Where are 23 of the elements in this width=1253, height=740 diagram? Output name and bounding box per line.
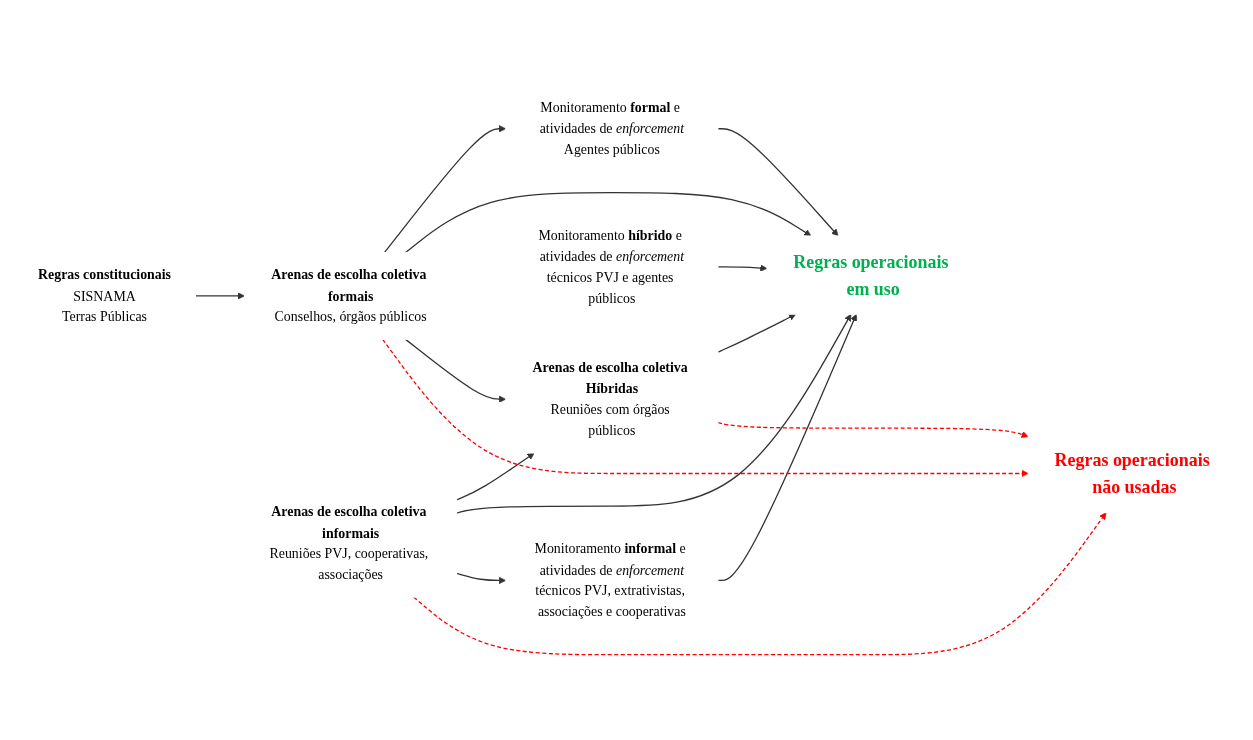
- node-text: Monitoramento híbrido e atividades de enforcement técnicos PVJ e agentes públicos: [537, 227, 684, 306]
- arrow: [412, 512, 1106, 656]
- node-text: Regras constitucionais SISNAMA Terras Públicas: [37, 267, 171, 325]
- arrow: [716, 313, 796, 353]
- node-text: Regras operacionais em uso: [792, 251, 948, 299]
- node-text: Monitoramento formal e atividades de enforcement Agentes públicos: [539, 99, 684, 158]
- arrow: [455, 572, 506, 584]
- arrow: [383, 125, 506, 254]
- arrow: [716, 128, 838, 237]
- arrow: [404, 192, 811, 254]
- node-text: Monitoramento informal e atividades de enforcement técnicos PVJ, extrativistas, associações e cooperativas: [534, 541, 686, 620]
- arrow: [716, 313, 857, 582]
- node-text: Regras operacionais não usadas: [1054, 449, 1210, 498]
- node-text: Arenas de escolha coletiva formais Conselhos, órgãos públicos: [270, 267, 427, 325]
- arrow: [455, 313, 851, 514]
- arrow: [716, 264, 767, 272]
- node-text: Arenas de escolha coletiva Híbridas Reuniões com órgãos públicos: [532, 360, 688, 438]
- node-text: Arenas de escolha coletiva informais Reuniões PVJ, cooperativas, associações: [268, 504, 428, 583]
- arrow: [194, 292, 245, 300]
- arrow: [381, 338, 1029, 478]
- arrow: [404, 338, 506, 403]
- arrow: [716, 422, 1029, 438]
- arrow: [455, 452, 535, 501]
